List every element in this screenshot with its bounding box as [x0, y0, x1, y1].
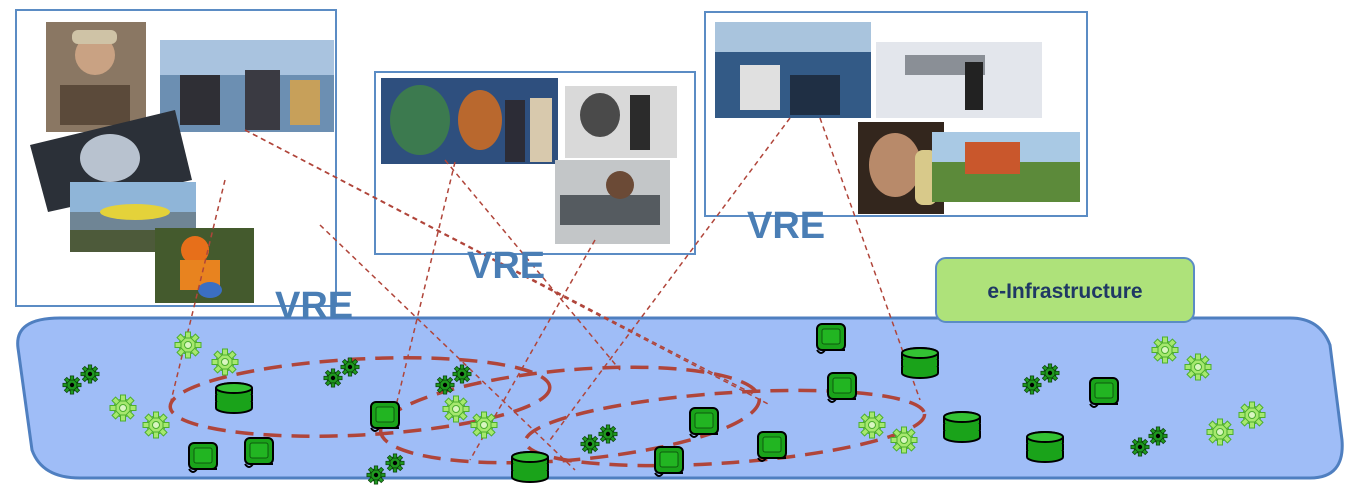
component-icon	[188, 442, 218, 473]
database-icon	[215, 382, 253, 414]
gear-icon	[1131, 438, 1149, 456]
photo-collage-left	[30, 22, 334, 303]
gear-icon	[386, 454, 404, 472]
gear-icon	[443, 396, 469, 422]
vre-label-right: VRE	[747, 205, 825, 247]
gear-icon	[367, 466, 385, 484]
component-icon	[1089, 377, 1119, 408]
component-icon	[827, 372, 857, 403]
e-infrastructure-label: e-Infrastructure	[935, 257, 1195, 323]
gear-icon	[859, 412, 885, 438]
gear-icon	[110, 395, 136, 421]
component-icon	[689, 407, 719, 438]
component-icon	[816, 323, 846, 354]
vre-grouping-right	[523, 388, 927, 468]
gear-icon	[324, 369, 342, 387]
database-icon	[943, 411, 981, 443]
photo-collage-right	[715, 22, 1080, 214]
gear-icon	[599, 425, 617, 443]
vre-label-left: VRE	[275, 285, 353, 327]
gear-icon	[581, 435, 599, 453]
gear-icon	[436, 376, 454, 394]
vre-box-right	[704, 11, 1088, 217]
vre-box-middle	[374, 71, 696, 255]
vre-grouping-center	[378, 365, 762, 465]
gear-icon	[471, 412, 497, 438]
database-icon	[901, 347, 939, 379]
vre-grouping-left	[168, 356, 552, 438]
gear-icon	[63, 376, 81, 394]
gear-icon	[891, 427, 917, 453]
database-icon	[1026, 431, 1064, 463]
gear-icon	[212, 349, 238, 375]
gear-icon	[1041, 364, 1059, 382]
e-infrastructure-text: e-Infrastructure	[987, 280, 1142, 303]
component-icon	[757, 431, 787, 462]
gear-icon	[1152, 337, 1178, 363]
gear-icon	[453, 365, 471, 383]
gear-icon	[143, 412, 169, 438]
database-icon	[511, 451, 549, 483]
vre-connector-lines	[169, 117, 921, 471]
gear-icon	[1149, 427, 1167, 445]
vre-label-middle: VRE	[467, 245, 545, 287]
vre-groupings	[168, 356, 927, 468]
photo-collage-middle	[381, 78, 677, 244]
vre-box-left	[15, 9, 337, 307]
component-icon	[654, 446, 684, 477]
gear-icon	[81, 365, 99, 383]
gear-icon	[341, 358, 359, 376]
gear-icon	[175, 332, 201, 358]
gear-icon	[1185, 354, 1211, 380]
component-icon	[244, 437, 274, 468]
gear-icon	[1023, 376, 1041, 394]
component-icon	[370, 401, 400, 432]
gear-icon	[1239, 402, 1265, 428]
gear-icon	[1207, 419, 1233, 445]
